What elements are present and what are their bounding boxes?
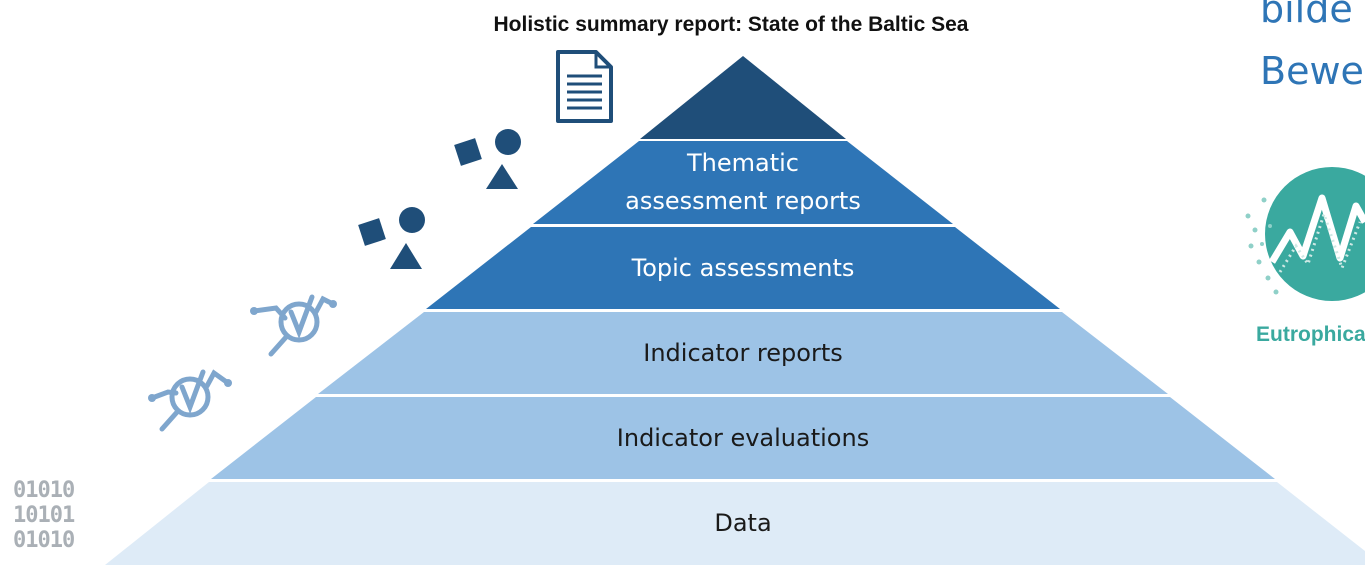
eutrophication-logo: Eutrophica [1245, 167, 1365, 346]
binary-icon: 01010 10101 01010 [13, 478, 76, 553]
shapes-icon [454, 129, 521, 189]
binary-line-1: 01010 [13, 478, 74, 503]
pyramid-layer-thematic [533, 141, 953, 224]
diagram-title: Holistic summary report: State of the Ba… [494, 13, 969, 36]
layer-label-indicator-reports: Indicator reports [643, 339, 843, 367]
logo-wave [1268, 194, 1365, 264]
indicator-icon-secondary [148, 369, 232, 432]
pyramid-layer-indicator-evaluations [211, 397, 1275, 479]
shapes-icon-secondary [358, 207, 425, 269]
pyramid-layer-data [105, 482, 1365, 565]
binary-line-3: 01010 [13, 528, 74, 553]
pyramid [105, 56, 1365, 565]
binary-line-2: 10101 [13, 503, 75, 528]
layer-label-data: Data [714, 509, 771, 537]
logo-circle [1265, 167, 1365, 301]
side-text-line1: bilde [1260, 0, 1353, 31]
pyramid-layer-topic [426, 227, 1060, 309]
pyramid-layer-indicator-reports [318, 312, 1168, 394]
layer-label-topic: Topic assessments [631, 254, 855, 282]
document-icon [556, 50, 613, 123]
layer-label-thematic-line2: assessment reports [625, 187, 861, 215]
logo-dots [1245, 197, 1279, 295]
pyramid-apex [640, 56, 846, 139]
layer-label-indicator-evaluations: Indicator evaluations [617, 424, 869, 452]
pyramid-labels: Thematic assessment reports Topic assess… [617, 149, 869, 537]
indicator-icon [250, 294, 337, 357]
logo-label: Eutrophica [1256, 323, 1365, 346]
layer-label-thematic-line1: Thematic [686, 149, 799, 177]
side-text-line2: Bewe [1260, 49, 1364, 93]
